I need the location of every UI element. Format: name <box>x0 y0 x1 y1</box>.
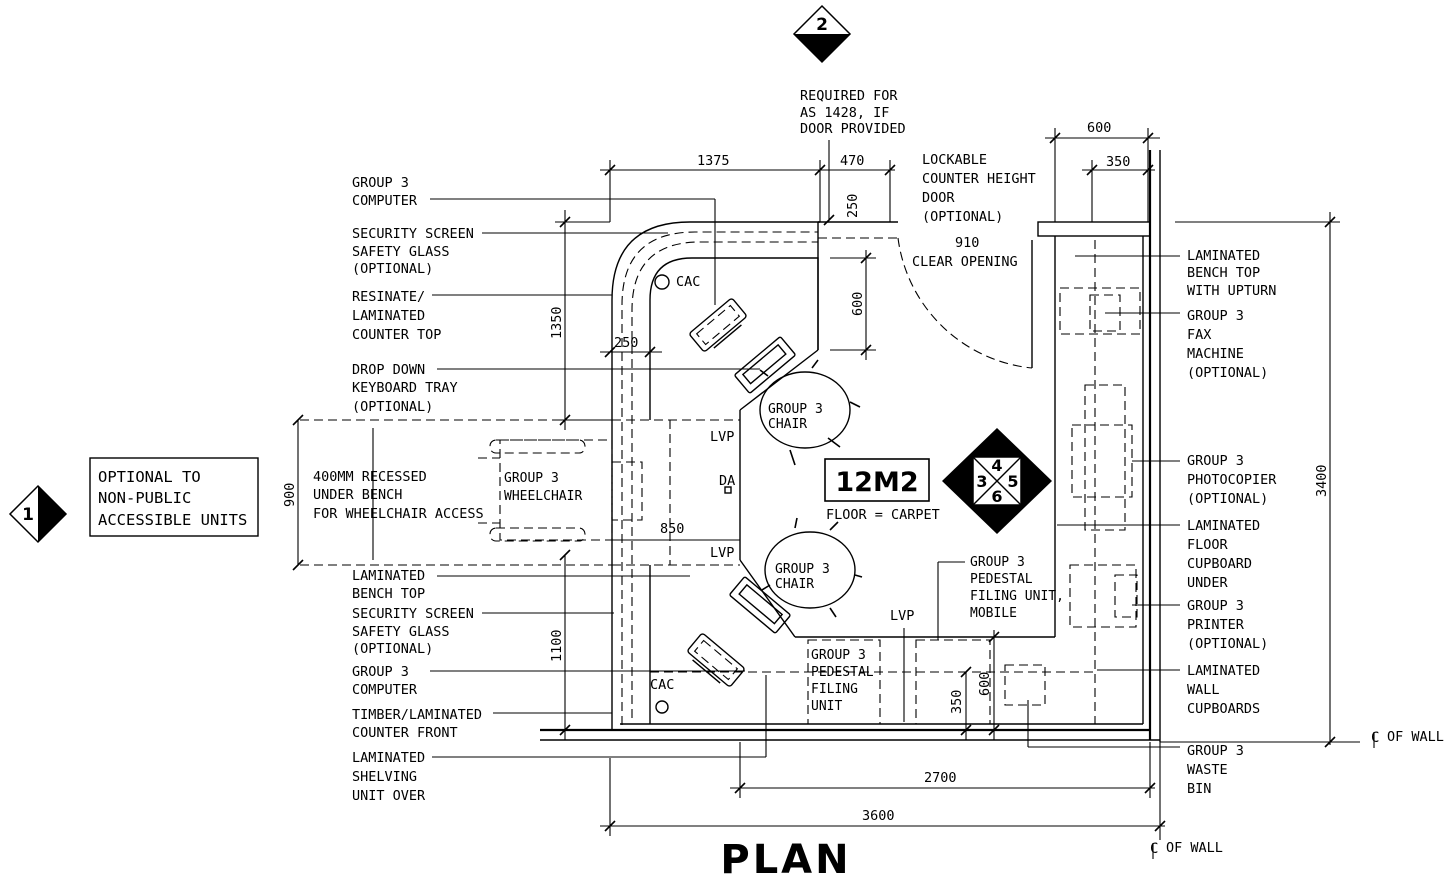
label-wall-cupboards: LAMINATED WALL CUPBOARDS <box>1187 663 1268 717</box>
label-computer-top: GROUP 3 COMPUTER <box>352 175 418 209</box>
svg-text:C: C <box>1371 730 1379 746</box>
label-chair-top: GROUP 3 CHAIR <box>768 402 831 432</box>
required-note: REQUIRED FOR AS 1428, IF DOOR PROVIDED <box>800 88 906 137</box>
optional-note: OPTIONAL TO NON-PUBLIC ACCESSIBLE UNITS <box>98 468 247 529</box>
label-pedestal: GROUP 3 PEDESTAL FILING UNIT <box>811 648 881 714</box>
label-bench-upturn: LAMINATED BENCH TOP WITH UPTURN <box>1187 248 1276 299</box>
section-marker-1: 1 <box>8 484 68 544</box>
label-printer: GROUP 3 PRINTER (OPTIONAL) <box>1187 598 1268 652</box>
label-counter-top: RESINATE/ LAMINATED COUNTER TOP <box>352 289 441 343</box>
floor-finish: FLOOR = CARPET <box>826 507 940 523</box>
optional-note-box <box>89 457 259 537</box>
plan-title: PLAN <box>720 837 851 879</box>
dim-1100: 1100 <box>549 629 565 662</box>
centreline-bottom: C OF WALL <box>1150 840 1223 859</box>
room-area: 12M2 <box>835 467 918 498</box>
area-box <box>824 458 930 502</box>
label-counter-front: TIMBER/LAMINATED COUNTER FRONT <box>352 707 490 741</box>
dim-2700: 2700 <box>924 770 957 786</box>
leader-lines <box>372 198 1180 758</box>
label-bench-top: LAMINATED BENCH TOP <box>352 568 433 602</box>
right-bench <box>1037 221 1151 725</box>
label-keyboard-tray: DROP DOWN KEYBOARD TRAY (OPTIONAL) <box>352 362 466 415</box>
section-marker-2-number: 2 <box>816 15 828 35</box>
elevation-number-top: 4 <box>991 456 1002 475</box>
label-chair-bottom: GROUP 3 CHAIR <box>775 562 838 592</box>
dim-600-bottom: 600 <box>977 672 993 696</box>
elevation-number-bottom: 6 <box>991 487 1002 506</box>
clear-opening-note: 910 CLEAR OPENING <box>912 235 1018 270</box>
computer-bottom <box>687 633 745 687</box>
dimension-lines <box>292 128 1340 836</box>
label-computer-bottom: GROUP 3 COMPUTER <box>352 664 418 698</box>
dim-600-mid: 600 <box>850 292 866 316</box>
dim-250-top: 250 <box>845 194 861 218</box>
section-marker-2: 2 <box>792 4 852 64</box>
keyboard-tray-bottom <box>729 576 791 634</box>
dim-250-left: 250 <box>614 335 638 351</box>
centreline-right: C OF WALL <box>1371 729 1444 748</box>
label-da: DA <box>719 473 735 489</box>
label-recessed-bench: 400MM RECESSED UNDER BENCH FOR WHEELCHAI… <box>313 469 484 522</box>
chair-top <box>759 359 861 466</box>
wheelchair <box>478 439 643 542</box>
label-lvp-2: LVP <box>710 545 734 561</box>
label-security-screen-top: SECURITY SCREEN SAFETY GLASS (OPTIONAL) <box>352 226 482 277</box>
label-shelving: LAMINATED SHELVING UNIT OVER <box>352 750 433 804</box>
label-lvp-3: LVP <box>890 608 914 624</box>
centreline-bottom-label: OF WALL <box>1166 840 1223 856</box>
walls <box>540 150 1360 840</box>
dim-3600: 3600 <box>862 808 895 824</box>
door-note: LOCKABLE COUNTER HEIGHT DOOR (OPTIONAL) <box>922 152 1044 225</box>
bottom-bench <box>620 636 1095 725</box>
label-cac-top: CAC <box>676 274 700 290</box>
svg-text:C: C <box>1150 841 1158 857</box>
elevation-number-left: 3 <box>976 472 987 491</box>
label-pedestal-mobile: GROUP 3 PEDESTAL FILING UNIT, MOBILE <box>970 555 1072 621</box>
door-swing <box>897 237 1033 369</box>
label-cac-bottom: CAC <box>650 677 674 693</box>
dim-470: 470 <box>840 153 864 169</box>
dim-350-bottom: 350 <box>949 690 965 714</box>
dim-1375: 1375 <box>697 153 730 169</box>
keyboard-tray-top <box>734 336 796 394</box>
elevation-number-right: 5 <box>1007 472 1018 491</box>
dim-350-top: 350 <box>1106 154 1130 170</box>
dim-1350: 1350 <box>549 306 565 339</box>
centreline-right-label: OF WALL <box>1387 729 1444 745</box>
label-floor-cupboard: LAMINATED FLOOR CUPBOARD UNDER <box>1187 518 1268 591</box>
label-fax: GROUP 3 FAX MACHINE (OPTIONAL) <box>1187 308 1268 381</box>
label-waste-bin: GROUP 3 WASTE BIN <box>1187 743 1252 797</box>
label-security-screen-bottom: SECURITY SCREEN SAFETY GLASS (OPTIONAL) <box>352 606 482 657</box>
section-marker-1-number: 1 <box>22 505 34 525</box>
elevation-marker: 4 3 5 6 <box>942 428 1052 534</box>
label-wheelchair: GROUP 3 WHEELCHAIR <box>504 471 582 504</box>
chair-bottom <box>761 517 863 618</box>
dim-900: 900 <box>282 483 298 507</box>
dim-850: 850 <box>660 521 684 537</box>
dim-600-top: 600 <box>1087 120 1111 136</box>
label-lvp-1: LVP <box>710 429 734 445</box>
label-photocopier: GROUP 3 PHOTOCOPIER (OPTIONAL) <box>1187 453 1285 507</box>
dim-3400: 3400 <box>1314 464 1330 497</box>
computer-top <box>689 298 747 352</box>
